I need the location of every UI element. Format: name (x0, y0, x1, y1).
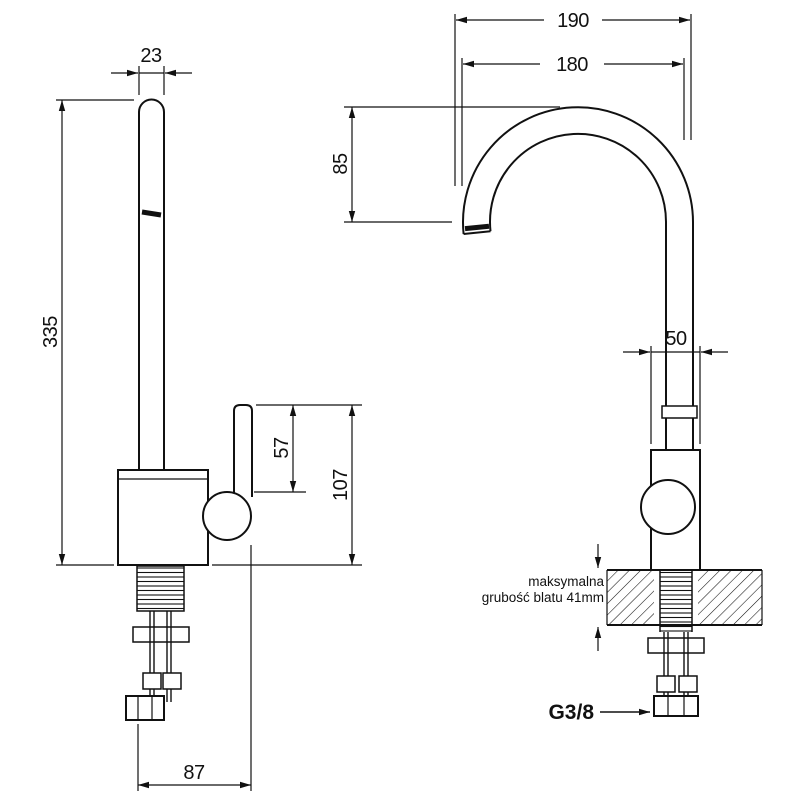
mounting-nut-right (162, 672, 182, 690)
body-collar (661, 405, 698, 419)
handle-lever (233, 404, 253, 497)
dim-base-width: 87 (137, 545, 252, 791)
gooseneck-spout-outer (462, 106, 694, 450)
dim-spout-pipe-width: 23 (111, 45, 192, 95)
mounting-bracket (132, 626, 190, 643)
dim-body-height: 107 (212, 405, 362, 566)
stem-threads (660, 570, 692, 632)
dim-label-arc-height: 85 (330, 153, 352, 175)
thread-size-callout: G3/8 (548, 701, 650, 724)
dim-label-lever-height: 57 (271, 437, 293, 459)
dim-label-total-height: 335 (40, 316, 62, 348)
hex-nut (125, 695, 165, 721)
dim-label-base-width: 87 (183, 762, 205, 784)
mounting-nut-left (142, 672, 162, 690)
spout-pipe (138, 98, 165, 470)
countertop (606, 569, 763, 632)
handle-knob (640, 479, 696, 535)
gooseneck-spout-inner (489, 132, 668, 450)
mounting-nut-right (678, 675, 698, 693)
dim-label-body-height: 107 (330, 469, 352, 501)
cartridge-joint (202, 491, 252, 541)
mounting-nut-left (656, 675, 676, 693)
dim-spout-reach-inner: 180 (461, 54, 685, 186)
dim-total-height: 335 (40, 99, 134, 566)
dim-arc-height: 85 (330, 106, 560, 223)
dim-spout-reach-outer: 190 (454, 10, 692, 186)
countertop-note-line2: grubość blatu 41mm (482, 590, 604, 605)
dim-label-body-width: 50 (665, 328, 687, 350)
dim-body-width: 50 (623, 328, 728, 444)
mounting-bracket (647, 637, 705, 654)
dim-label-spout-reach-inner: 180 (556, 54, 588, 76)
spout-aerator-mark (464, 223, 490, 232)
thread-stem (136, 565, 185, 612)
dim-label-spout-reach-outer: 190 (557, 10, 589, 32)
countertop-note-line1: maksymalna (528, 574, 604, 589)
countertop-thickness-note: maksymalna grubość blatu 41mm (482, 544, 604, 651)
hex-nut (653, 695, 699, 717)
spout-tip-cut (463, 230, 491, 235)
right-view: 190 180 85 50 (330, 10, 763, 724)
faucet-body (117, 469, 209, 566)
aerator-mark (141, 209, 162, 218)
dim-lever-height: 57 (254, 404, 362, 493)
dim-label-spout-pipe-width: 23 (140, 45, 162, 67)
thread-size-label: G3/8 (548, 701, 594, 724)
left-view: 23 335 57 107 87 (40, 45, 362, 791)
